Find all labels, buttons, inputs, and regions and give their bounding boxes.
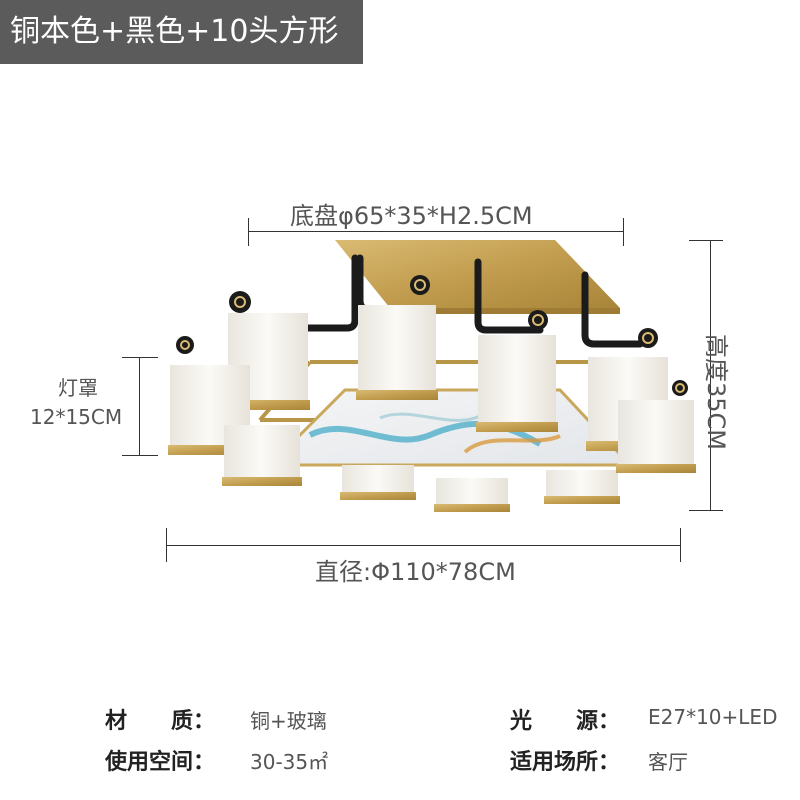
diameter-dimension-line [166, 545, 680, 546]
spec-material-value: 铜+玻璃 [250, 709, 327, 733]
spec-table: 材 质： 铜+玻璃 光 源： E27*10+LED 使用空间： 30-35㎡ 适… [0, 690, 800, 790]
diameter-dimension-tick-left [166, 528, 167, 562]
spec-location-value: 客厅 [648, 750, 688, 774]
spec-light-source-value: E27*10+LED [648, 705, 778, 729]
spec-space-value: 30-35㎡ [250, 750, 329, 774]
lamp-shades-front [168, 365, 696, 512]
spec-material-label: 材 质： [105, 709, 216, 734]
spec-location-label: 适用场所： [510, 750, 621, 775]
chandelier-illustration [168, 240, 696, 512]
shade-dimension-tick-top [122, 357, 158, 358]
height-dimension-line [710, 240, 711, 510]
diameter-dimension-tick-right [680, 528, 681, 562]
ceiling-base-plate-edge [390, 308, 620, 314]
shade-size-label: 12*15CM [30, 405, 123, 429]
height-dimension-label: 高度35CM [702, 334, 730, 451]
spec-space-label: 使用空间： [105, 750, 216, 775]
base-dimension-label: 底盘φ65*35*H2.5CM [290, 202, 533, 230]
diameter-dimension-label: 直径:Φ110*78CM [315, 558, 516, 586]
scroll-ornaments [176, 275, 688, 396]
decorative-art-panel [266, 388, 634, 467]
height-dimension-tick-bottom [689, 510, 723, 511]
shade-label: 灯罩 [58, 376, 98, 400]
base-dimension-line [248, 231, 624, 232]
shade-dimension-tick-bottom [122, 455, 158, 456]
base-dimension-tick-right [623, 218, 624, 246]
shade-dimension-line [139, 357, 140, 455]
base-dimension-tick-left [248, 218, 249, 246]
spec-light-source-label: 光 源： [510, 709, 621, 734]
product-title-badge: 铜本色+黑色+10头方形 [0, 0, 363, 64]
height-dimension-tick-top [689, 240, 723, 241]
